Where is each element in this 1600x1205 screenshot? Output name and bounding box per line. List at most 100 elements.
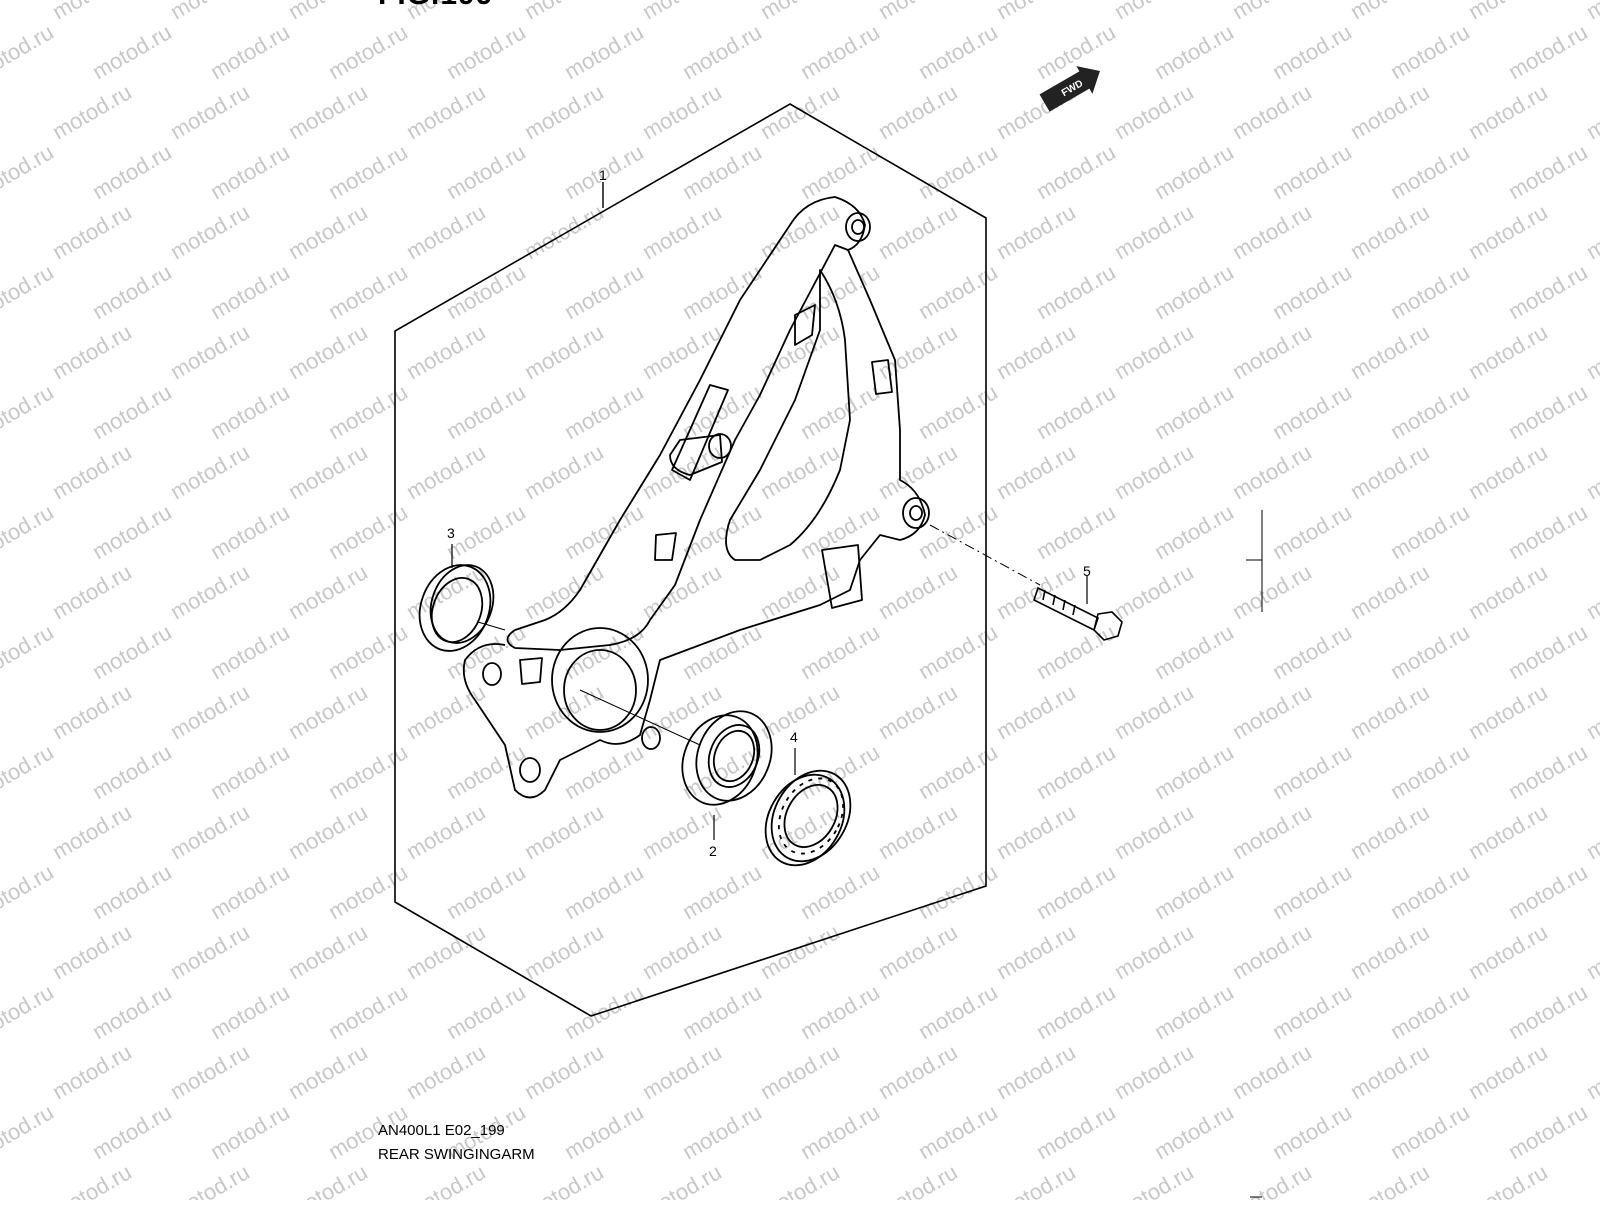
watermark-text: motod.ru xyxy=(992,199,1080,264)
watermark-text: motod.ru xyxy=(560,499,648,564)
watermark-text: motod.ru xyxy=(88,979,176,1044)
watermark-text: motod.ru xyxy=(1386,379,1474,444)
watermark-text: motod.ru xyxy=(1346,1039,1434,1104)
watermark-text: motod.ru xyxy=(402,79,490,144)
watermark-text: motod.ru xyxy=(678,19,766,84)
watermark-text: motod.ru xyxy=(914,739,1002,804)
watermark-text: motod.ru xyxy=(520,1039,608,1104)
watermark-text: motod.ru xyxy=(638,319,726,384)
watermark-text: motod.ru xyxy=(1268,859,1356,924)
watermark-text: motod.ru xyxy=(1268,739,1356,804)
watermark-text: motod.ru xyxy=(1386,1099,1474,1164)
watermark-text: motod.ru xyxy=(1582,439,1600,504)
watermark-text: motod.ru xyxy=(324,859,412,924)
callout-4: 4 xyxy=(790,729,798,745)
watermark-text: motod.ru xyxy=(1464,559,1552,624)
watermark-text: motod.ru xyxy=(914,379,1002,444)
watermark-text: motod.ru xyxy=(874,799,962,864)
bearing-part-2 xyxy=(681,710,773,806)
watermark-text: motod.ru xyxy=(1346,799,1434,864)
watermark-text: motod.ru xyxy=(992,799,1080,864)
watermark-text: motod.ru xyxy=(638,0,726,24)
watermark-text: motod.ru xyxy=(560,259,648,324)
watermark-text: motod.ru xyxy=(284,0,372,24)
callout-2: 2 xyxy=(709,843,717,859)
watermark-text: motod.ru xyxy=(638,919,726,984)
watermark-text: motod.ru xyxy=(678,979,766,1044)
watermark-text: motod.ru xyxy=(756,0,844,24)
watermark-text: motod.ru xyxy=(1268,379,1356,444)
watermark-text: motod.ru xyxy=(1464,319,1552,384)
watermark-text: motod.ru xyxy=(1346,79,1434,144)
watermark-text: motod.ru xyxy=(1150,739,1238,804)
watermark-text: motod.ru xyxy=(1150,259,1238,324)
watermark-text: motod.ru xyxy=(874,319,962,384)
watermark-text: motod.ru xyxy=(324,379,412,444)
watermark-text: motod.ru xyxy=(1268,139,1356,204)
watermark-text: motod.ru xyxy=(0,859,58,924)
watermark-text: motod.ru xyxy=(0,499,58,564)
watermark-text: motod.ru xyxy=(48,919,136,984)
watermark-text: motod.ru xyxy=(442,19,530,84)
watermark-text: motod.ru xyxy=(520,559,608,624)
watermark-text: motod.ru xyxy=(284,79,372,144)
watermark-text: motod.ru xyxy=(1268,259,1356,324)
watermark-text: motod.ru xyxy=(1150,499,1238,564)
watermark-text: motod.ru xyxy=(1032,139,1120,204)
watermark-text: motod.ru xyxy=(1032,619,1120,684)
watermark-text: motod.ru xyxy=(88,859,176,924)
watermark-text: motod.ru xyxy=(88,19,176,84)
watermark-text: motod.ru xyxy=(1464,199,1552,264)
watermark-text: motod.ru xyxy=(874,1039,962,1104)
watermark-text: motod.ru xyxy=(166,679,254,744)
watermark-text: motod.ru xyxy=(520,319,608,384)
watermark-text: motod.ru xyxy=(0,1099,58,1164)
figure-code: AN400L1 E02_199 xyxy=(378,1122,505,1139)
watermark-text: motod.ru xyxy=(1032,1099,1120,1164)
watermark-text: motod.ru xyxy=(1110,1159,1198,1200)
watermark-text: motod.ru xyxy=(1504,19,1592,84)
watermark-text: motod.ru xyxy=(166,439,254,504)
watermark-text: motod.ru xyxy=(206,259,294,324)
watermark-text: motod.ru xyxy=(88,739,176,804)
watermark-text: motod.ru xyxy=(166,79,254,144)
watermark-text: motod.ru xyxy=(442,979,530,1044)
watermark-text: motod.ru xyxy=(1464,1159,1552,1200)
watermark-text: motod.ru xyxy=(1110,79,1198,144)
watermark-text: motod.ru xyxy=(520,1159,608,1200)
watermark-text: motod.ru xyxy=(1582,0,1600,24)
watermark-text: motod.ru xyxy=(756,1039,844,1104)
watermark-text: motod.ru xyxy=(992,559,1080,624)
assembly-leaders xyxy=(477,524,1041,746)
watermark-text: motod.ru xyxy=(1346,919,1434,984)
watermark-text: motod.ru xyxy=(678,499,766,564)
watermark-text: motod.ru xyxy=(166,919,254,984)
watermark-text: motod.ru xyxy=(324,499,412,564)
watermark-text: motod.ru xyxy=(1386,139,1474,204)
watermark-text: motod.ru xyxy=(1386,19,1474,84)
watermark-text: motod.ru xyxy=(1032,739,1120,804)
watermark-text: motod.ru xyxy=(324,619,412,684)
watermark-text: motod.ru xyxy=(992,679,1080,744)
callout-1: 1 xyxy=(599,167,607,183)
watermark-text: motod.ru xyxy=(402,1159,490,1200)
watermark-text: motod.ru xyxy=(48,0,136,24)
watermark-text: motod.ru xyxy=(206,499,294,564)
watermark-text: motod.ru xyxy=(206,1099,294,1164)
watermark-text: motod.ru xyxy=(1582,199,1600,264)
watermark-text: motod.ru xyxy=(992,919,1080,984)
watermark-text: motod.ru xyxy=(1504,499,1592,564)
watermark-text: motod.ru xyxy=(206,979,294,1044)
watermark-text: motod.ru xyxy=(874,79,962,144)
edge-marks xyxy=(1246,510,1263,1198)
watermark-text: motod.ru xyxy=(914,499,1002,564)
watermark-text: motod.ru xyxy=(1110,799,1198,864)
watermark-text: motod.ru xyxy=(520,0,608,24)
watermark-text: motod.ru xyxy=(1582,319,1600,384)
watermark-text: motod.ru xyxy=(1150,19,1238,84)
watermark-text: motod.ru xyxy=(206,739,294,804)
watermark-text: motod.ru xyxy=(1386,619,1474,684)
watermark-text: motod.ru xyxy=(1386,499,1474,564)
watermark-text: motod.ru xyxy=(756,559,844,624)
watermark-text: motod.ru xyxy=(796,139,884,204)
